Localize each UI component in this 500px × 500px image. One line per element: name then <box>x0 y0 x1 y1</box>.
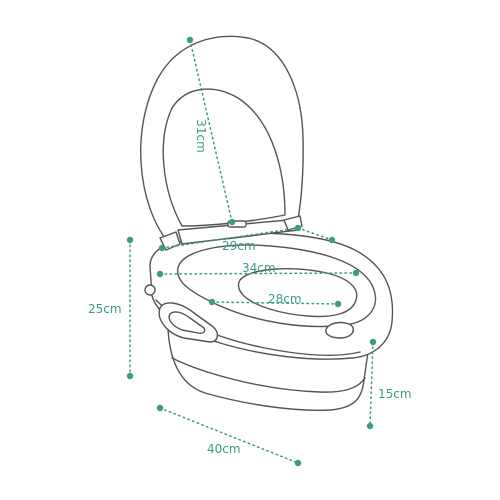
splash-guard <box>325 321 354 339</box>
endpoint <box>156 404 164 412</box>
lid-height-label: 31cm <box>193 119 208 153</box>
endpoint <box>328 236 336 244</box>
base-height-line <box>369 341 374 427</box>
lid-width-label: 29cm <box>222 239 256 253</box>
base-depth-line <box>159 407 299 464</box>
side-handle-slot <box>168 311 206 334</box>
total-height-label: 25cm <box>88 302 122 316</box>
base-height-label: 15cm <box>378 387 412 401</box>
seat-right-ext <box>297 227 333 241</box>
endpoint <box>126 236 134 244</box>
lid <box>140 35 304 243</box>
endpoint <box>126 372 134 380</box>
opening-width-label: 28cm <box>268 292 302 306</box>
endpoint <box>352 269 360 277</box>
lid-inner <box>162 88 286 227</box>
endpoint <box>228 218 236 226</box>
endpoint <box>208 298 216 306</box>
endpoint <box>334 300 342 308</box>
endpoint <box>366 422 374 430</box>
dimension-endpoints <box>126 36 377 467</box>
base-depth-label: 40cm <box>207 442 241 456</box>
dimension-lines <box>129 39 374 464</box>
endpoint <box>156 270 164 278</box>
seat-width-label: 34cm <box>242 261 276 275</box>
side-knob <box>144 284 156 296</box>
endpoint <box>369 338 377 346</box>
endpoint <box>294 224 302 232</box>
endpoint <box>294 459 302 467</box>
lid-height-line <box>189 39 233 223</box>
endpoint <box>158 244 166 252</box>
opening-width-line <box>211 301 339 305</box>
base-rim <box>171 357 366 393</box>
potty-outline <box>140 35 394 411</box>
endpoint <box>186 36 194 44</box>
lid-width-line <box>161 227 299 249</box>
